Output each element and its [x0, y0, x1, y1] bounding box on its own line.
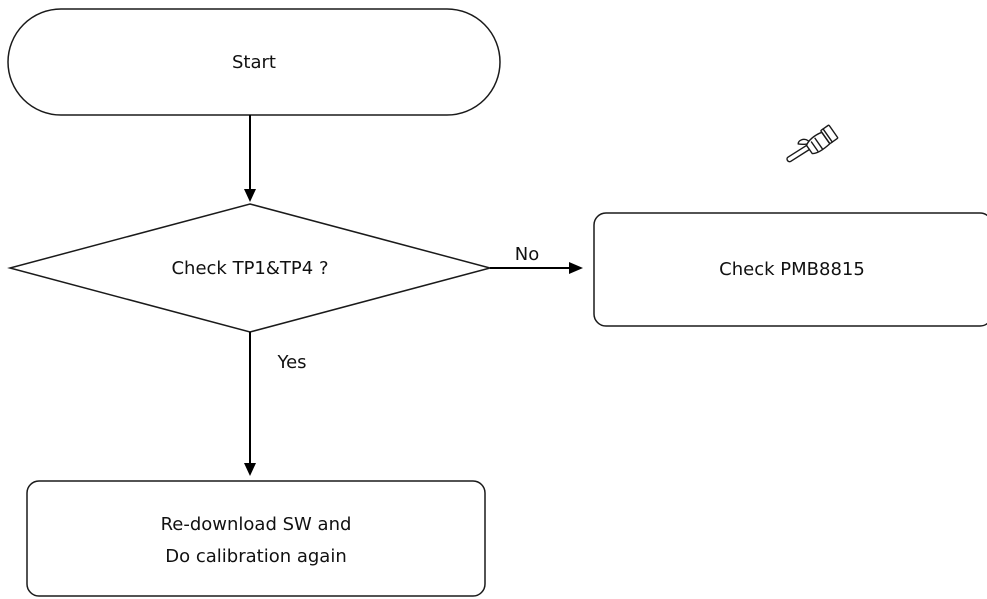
action-label-line1: Re-download SW and — [161, 514, 352, 535]
arrow-head — [244, 463, 256, 476]
yes-branch-label: Yes — [276, 352, 306, 373]
arrow-head — [244, 189, 256, 202]
arrow-head — [569, 262, 583, 274]
start-terminal-shape — [7, 8, 501, 116]
check-node: Check PMB8815 — [593, 212, 987, 327]
arrow-start-to-decision — [244, 115, 256, 202]
action-process-box — [26, 480, 486, 597]
check-label: Check PMB8815 — [719, 259, 865, 280]
start-label: Start — [232, 52, 276, 73]
decision-label: Check TP1&TP4 ? — [171, 258, 328, 279]
pointing-hand-icon — [786, 124, 839, 163]
arrow-decision-to-action: Yes — [244, 332, 307, 476]
arrow-decision-to-check: No — [490, 244, 583, 274]
action-label-line2: Do calibration again — [165, 546, 346, 567]
no-branch-label: No — [515, 244, 539, 265]
start-node: Start — [7, 8, 501, 116]
action-node: Re-download SW and Do calibration again — [26, 480, 486, 597]
decision-node: Check TP1&TP4 ? — [7, 203, 493, 333]
check-process-box — [593, 212, 987, 327]
